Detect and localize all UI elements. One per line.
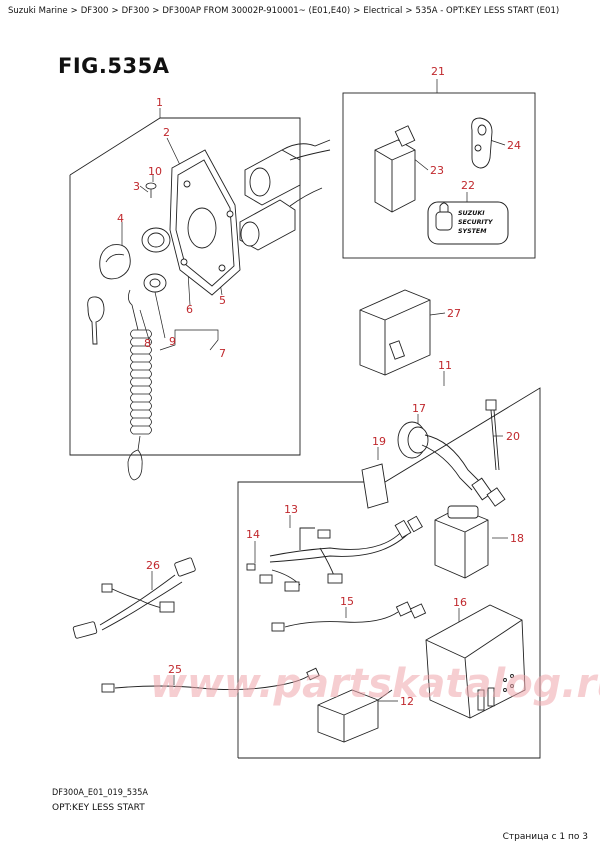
callout-12: 12 xyxy=(400,695,414,708)
breadcrumb-link-df300[interactable]: DF300 xyxy=(80,6,109,16)
part-17-sensor xyxy=(397,421,506,507)
breadcrumb-separator: > xyxy=(70,6,78,16)
part-16-cover xyxy=(425,604,526,719)
callout-18: 18 xyxy=(510,532,524,545)
part-18-relay xyxy=(434,505,489,579)
part-13-wiring-harness xyxy=(259,515,423,592)
callout-1: 1 xyxy=(156,96,163,109)
part-25-wire xyxy=(101,667,320,693)
part-24-key-fob xyxy=(471,117,493,169)
breadcrumb-link-df300-model[interactable]: DF300 xyxy=(121,6,150,16)
part-2-panel-plate xyxy=(169,149,241,296)
callout-6: 6 xyxy=(186,303,193,316)
part-23-module xyxy=(374,125,416,213)
figure-title: FIG.535A xyxy=(58,54,170,78)
callout-15: 15 xyxy=(340,595,354,608)
callout-4: 4 xyxy=(117,212,124,225)
part-4-knob xyxy=(99,244,131,280)
callout-26: 26 xyxy=(146,559,160,572)
callout-17: 17 xyxy=(412,402,426,415)
breadcrumb-separator: > xyxy=(405,6,413,16)
callout-8: 8 xyxy=(144,337,151,350)
callout-16: 16 xyxy=(453,596,467,609)
footer-figure-name: OPT:KEY LESS START xyxy=(52,803,145,813)
part-19-pad xyxy=(361,463,389,509)
callout-24: 24 xyxy=(507,139,521,152)
callout-20: 20 xyxy=(506,430,520,443)
breadcrumb-separator: > xyxy=(152,6,160,16)
breadcrumb-link-df300ap[interactable]: DF300AP FROM 30002P-910001~ (E01,E40) xyxy=(162,6,351,16)
part-14-fuse xyxy=(246,563,256,571)
part-10-screw xyxy=(145,182,157,198)
callout-21: 21 xyxy=(431,65,445,78)
part-27-controller xyxy=(359,289,431,376)
breadcrumb-current: 535A - OPT:KEY LESS START (E01) xyxy=(415,6,560,16)
breadcrumb-separator: > xyxy=(111,6,119,16)
leader-lines xyxy=(121,79,508,702)
group-box-1 xyxy=(69,117,301,456)
callout-9: 9 xyxy=(169,335,176,348)
badge-line-2: SECURITY xyxy=(458,219,494,226)
part-15-wire xyxy=(271,601,427,632)
footer-figure-code: DF300A_E01_019_535A xyxy=(52,788,148,798)
part-26-adapter-harness xyxy=(72,557,196,639)
callout-22: 22 xyxy=(461,179,475,192)
group-box-11 xyxy=(237,387,541,759)
callout-3: 3 xyxy=(133,180,140,193)
callout-5: 5 xyxy=(219,294,226,307)
watermark: www.partskatalog.ru xyxy=(150,661,600,707)
breadcrumb-link-suzuki-marine[interactable]: Suzuki Marine xyxy=(8,6,68,16)
group-box-21 xyxy=(342,92,536,259)
page-indicator: Страница с 1 по 3 xyxy=(502,832,588,842)
callout-19: 19 xyxy=(372,435,386,448)
part-12-module xyxy=(317,689,393,743)
callout-25: 25 xyxy=(168,663,182,676)
callout-2: 2 xyxy=(163,126,170,139)
part-8-lanyard-coil xyxy=(127,289,152,481)
callout-13: 13 xyxy=(284,503,298,516)
callout-7: 7 xyxy=(219,347,226,360)
callout-10: 10 xyxy=(148,165,162,178)
part-22-security-badge: SUZUKI SECURITY SYSTEM xyxy=(427,201,509,245)
breadcrumb-link-electrical[interactable]: Electrical xyxy=(363,6,403,16)
callout-labels: 1 2 3 10 4 5 6 7 8 9 21 23 24 22 27 11 1… xyxy=(117,65,524,708)
callout-23: 23 xyxy=(430,164,444,177)
breadcrumb-separator: > xyxy=(353,6,361,16)
callout-14: 14 xyxy=(246,528,260,541)
part-key xyxy=(87,296,105,345)
callout-27: 27 xyxy=(447,307,461,320)
bracket-group-1 xyxy=(69,117,301,456)
badge-line-1: SUZUKI xyxy=(458,210,485,217)
badge-line-3: SYSTEM xyxy=(458,228,487,235)
callout-11: 11 xyxy=(438,359,452,372)
part-5-switch xyxy=(239,139,331,251)
part-6-nut-ring xyxy=(141,227,171,293)
part-20-cable-tie xyxy=(485,399,500,471)
breadcrumb: Suzuki Marine>DF300>DF300>DF300AP FROM 3… xyxy=(8,6,559,16)
